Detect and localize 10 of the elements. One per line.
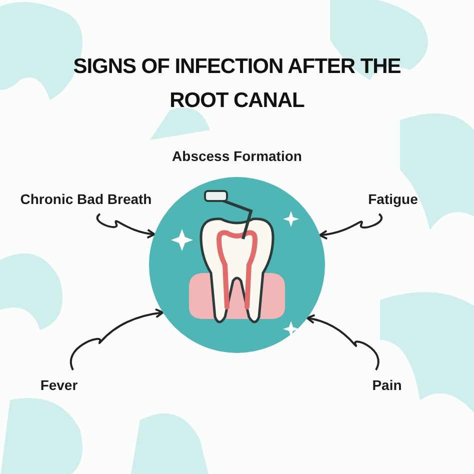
sign-label: Fatigue xyxy=(360,188,426,210)
curly-arrow xyxy=(318,213,382,240)
title: SIGNS OF INFECTION AFTER THE ROOT CANAL xyxy=(72,54,402,114)
curly-arrow xyxy=(70,308,164,370)
curly-arrow xyxy=(306,314,380,370)
sign-label: Abscess Formation xyxy=(171,147,303,166)
sign-label: Pain xyxy=(366,374,408,396)
sign-label: Chronic Bad Breath xyxy=(10,188,162,210)
curly-arrow xyxy=(96,213,156,238)
sign-label: Fever xyxy=(34,374,84,396)
